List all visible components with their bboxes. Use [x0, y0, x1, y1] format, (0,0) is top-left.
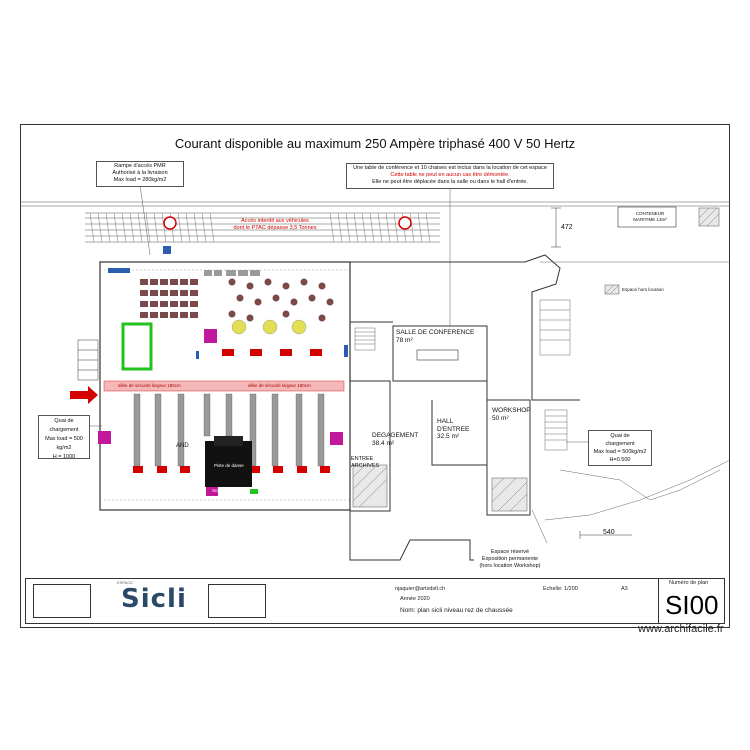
green-booth [121, 322, 153, 371]
red-stands-top [222, 349, 322, 356]
conference-table [416, 349, 459, 361]
aisle-label-left: allée de sécurité largeur 180cm [118, 383, 181, 388]
title-block-empty-cell [33, 584, 91, 618]
tb-format: A3 [621, 586, 628, 592]
sicli-logo: Sicli [121, 584, 187, 614]
stage [205, 441, 252, 487]
title-block: ESPACE Sicli njaquier@artsdstl.ch Echell… [25, 578, 725, 624]
right-building-walls [349, 254, 580, 561]
green-marker [250, 489, 258, 494]
stage-top [214, 436, 243, 446]
aisle-label-right: allée de sécurité largeur 180cm [248, 383, 311, 388]
drawing-frame [20, 124, 730, 628]
plan-number-cell [658, 578, 725, 624]
watermark: www.archifacile.fr [638, 623, 724, 635]
logo-small-text: ESPACE [117, 580, 133, 585]
tb-echelle: Echelle: 1/200 [543, 586, 578, 592]
safety-aisle-band [103, 380, 345, 392]
stage-label-1: Piste de danse [214, 463, 244, 468]
container [617, 206, 677, 228]
buffet-tables [231, 319, 307, 335]
wheelchair-icon [163, 246, 171, 254]
tb-email: njaquier@artsdstl.ch [395, 586, 446, 592]
seating-blocks [140, 279, 198, 318]
magenta-stands [98, 329, 343, 496]
plan-number: SI00 [665, 590, 719, 620]
tb-nom: Nom: plan sicli niveau rez de chaussée [400, 607, 513, 614]
stand-label: AND [176, 443, 189, 449]
espace-hors-label: Espace hors location [622, 287, 664, 292]
entrance-arrow [70, 386, 98, 404]
tb-numero-label: Numéro de plan [669, 580, 709, 586]
no-entry-sign [398, 216, 412, 230]
top-wall-items [204, 270, 260, 276]
terrain [540, 261, 731, 521]
hatch-lines [352, 207, 720, 512]
blue-poles [196, 345, 348, 359]
road-hatch [89, 212, 431, 243]
stairs [354, 299, 571, 451]
hatched-zones [352, 207, 720, 512]
round-tables [228, 278, 334, 322]
tb-annee: Année 2020 [400, 596, 430, 602]
dim-472: 472 [561, 224, 573, 231]
no-entry-sign [163, 216, 177, 230]
conference-note: Une table de conférence et 10 chaises es… [346, 163, 554, 189]
stage-label-2: Scène 6m x 3m [212, 488, 244, 493]
dim-540: 540 [603, 529, 615, 536]
display-counters [133, 393, 325, 467]
dimension-472 [551, 207, 561, 248]
entrance-steps [77, 339, 99, 381]
red-stands-bottom [133, 466, 330, 473]
page-title: Courant disponible au maximum 250 Ampère… [174, 136, 576, 151]
blue-label-box [108, 268, 130, 273]
title-block-empty-cell-2 [208, 584, 266, 618]
dimension-540 [579, 531, 632, 539]
